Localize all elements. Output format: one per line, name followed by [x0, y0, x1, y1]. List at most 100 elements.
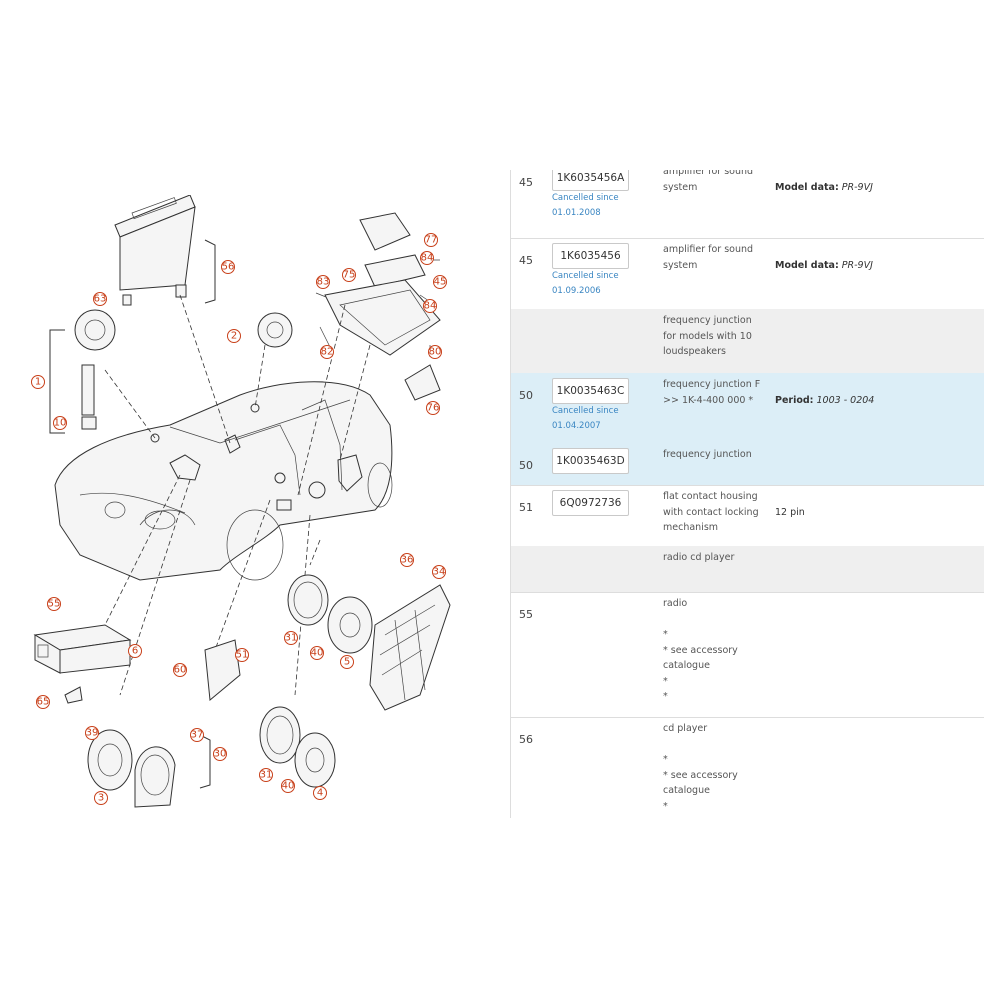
part-extra-info: Model data: PR-9VJ: [775, 258, 873, 273]
amplifier-drawing[interactable]: [324, 212, 441, 401]
extra-value: 12 pin: [775, 507, 805, 518]
callout-label: 65: [37, 697, 50, 708]
callout-39[interactable]: 39: [85, 726, 99, 740]
callout-56[interactable]: 56: [221, 260, 235, 274]
callout-45[interactable]: 45: [433, 275, 447, 289]
rear-speaker-drawing[interactable]: [87, 729, 176, 808]
callout-65[interactable]: 65: [36, 695, 50, 709]
callout-label: 31: [285, 633, 298, 644]
callout-label: 80: [429, 347, 442, 358]
tweeter-assembly-drawing[interactable]: [74, 309, 116, 430]
callout-2[interactable]: 2: [227, 329, 241, 343]
cancelled-note[interactable]: Cancelled since 01.09.2006: [552, 271, 619, 296]
part-description: frequency junction for models with 10 lo…: [663, 315, 752, 357]
callout-76[interactable]: 76: [426, 401, 440, 415]
callout-label: 31: [260, 770, 273, 781]
part-extra-info: Model data: PR-9VJ: [775, 180, 873, 195]
part-description: frequency junction F >> 1K-4-400 000 *: [663, 379, 761, 406]
callout-label: 10: [54, 418, 67, 429]
parts-row[interactable]: 55 radio * * see accessory catalogue * *: [511, 592, 984, 718]
callout-83[interactable]: 83: [316, 275, 330, 289]
part-description: amplifier for sound system: [663, 244, 754, 271]
cancelled-note[interactable]: Cancelled since 01.04.2007: [552, 406, 619, 431]
part-number-box[interactable]: 1K6035456: [552, 243, 629, 269]
extra-label: Model data:: [775, 260, 839, 271]
callout-51[interactable]: 51: [235, 648, 249, 662]
callout-1[interactable]: 1: [31, 375, 45, 389]
part-number-box[interactable]: 1K0035463C: [552, 378, 629, 404]
parts-row[interactable]: 50 1K0035463D frequency junction: [511, 443, 984, 486]
extra-label: Period:: [775, 395, 814, 406]
callout-label: 4: [317, 788, 323, 799]
parts-row[interactable]: frequency junction for models with 10 lo…: [511, 309, 984, 374]
part-description: radio * * see accessory catalogue * *: [663, 598, 738, 702]
callout-label: 82: [321, 347, 334, 358]
callout-80[interactable]: 80: [428, 345, 442, 359]
parts-row[interactable]: 51 6Q0972736 flat contact housing with con…: [511, 485, 984, 547]
callout-label: 60: [174, 665, 187, 676]
callout-label: 51: [236, 650, 249, 661]
callout-label: 76: [427, 403, 440, 414]
callout-label: 2: [231, 331, 237, 342]
callout-82[interactable]: 82: [320, 345, 334, 359]
part-description: amplifier for sound system: [663, 170, 754, 193]
callout-3[interactable]: 3: [94, 791, 108, 805]
position-number: 50: [519, 459, 533, 472]
parts-row[interactable]: radio cd player: [511, 546, 984, 593]
callout-label: 30: [214, 749, 227, 760]
position-number: 55: [519, 608, 533, 621]
callout-55[interactable]: 55: [47, 597, 61, 611]
callout-77[interactable]: 77: [424, 233, 438, 247]
callout-label: 1: [35, 377, 41, 388]
position-number: 45: [519, 254, 533, 267]
part-number-box[interactable]: 1K6035456A: [552, 170, 629, 191]
callout-40[interactable]: 40: [310, 646, 324, 660]
part-description: radio cd player: [663, 552, 735, 563]
callout-label: 75: [343, 270, 356, 281]
front-door-speaker-drawing[interactable]: [259, 706, 336, 788]
callout-label: 3: [98, 793, 104, 804]
callout-label: 36: [401, 555, 414, 566]
callout-36[interactable]: 36: [400, 553, 414, 567]
callout-label: 84: [421, 253, 434, 264]
callout-label: 63: [94, 294, 107, 305]
callout-4[interactable]: 4: [313, 786, 327, 800]
callout-label: 55: [48, 599, 61, 610]
callout-34[interactable]: 34: [432, 565, 446, 579]
callout-63[interactable]: 63: [93, 292, 107, 306]
callout-label: 77: [425, 235, 438, 246]
callout-75[interactable]: 75: [342, 268, 356, 282]
part-number-box[interactable]: 6Q0972736: [552, 490, 629, 516]
part-description: cd player * * see accessory catalogue *: [663, 723, 738, 812]
radio-drawing[interactable]: [33, 624, 132, 674]
callout-37[interactable]: 37: [190, 728, 204, 742]
callout-10[interactable]: 10: [53, 416, 67, 430]
car-body-drawing: [54, 381, 393, 581]
part-number-box[interactable]: 1K0035463D: [552, 448, 629, 474]
callout-31[interactable]: 31: [259, 768, 273, 782]
callout-30[interactable]: 30: [213, 747, 227, 761]
callout-40[interactable]: 40: [281, 779, 295, 793]
callout-31[interactable]: 31: [284, 631, 298, 645]
callout-84[interactable]: 84: [420, 251, 434, 265]
callout-5[interactable]: 5: [340, 655, 354, 669]
callout-84[interactable]: 84: [423, 299, 437, 313]
part-description: frequency junction: [663, 449, 752, 460]
cd-player-drawing[interactable]: [114, 195, 196, 298]
callout-6[interactable]: 6: [128, 644, 142, 658]
part-description: flat contact housing with contact lockin…: [663, 491, 759, 533]
extra-label: Model data:: [775, 182, 839, 193]
cancelled-note[interactable]: Cancelled since 01.01.2008: [552, 193, 619, 218]
callout-60[interactable]: 60: [173, 663, 187, 677]
extra-value: PR-9VJ: [841, 260, 873, 271]
callout-label: 84: [424, 301, 437, 312]
callout-label: 40: [282, 781, 295, 792]
door-speaker-drawing[interactable]: [287, 574, 373, 654]
position-number: 51: [519, 501, 533, 514]
